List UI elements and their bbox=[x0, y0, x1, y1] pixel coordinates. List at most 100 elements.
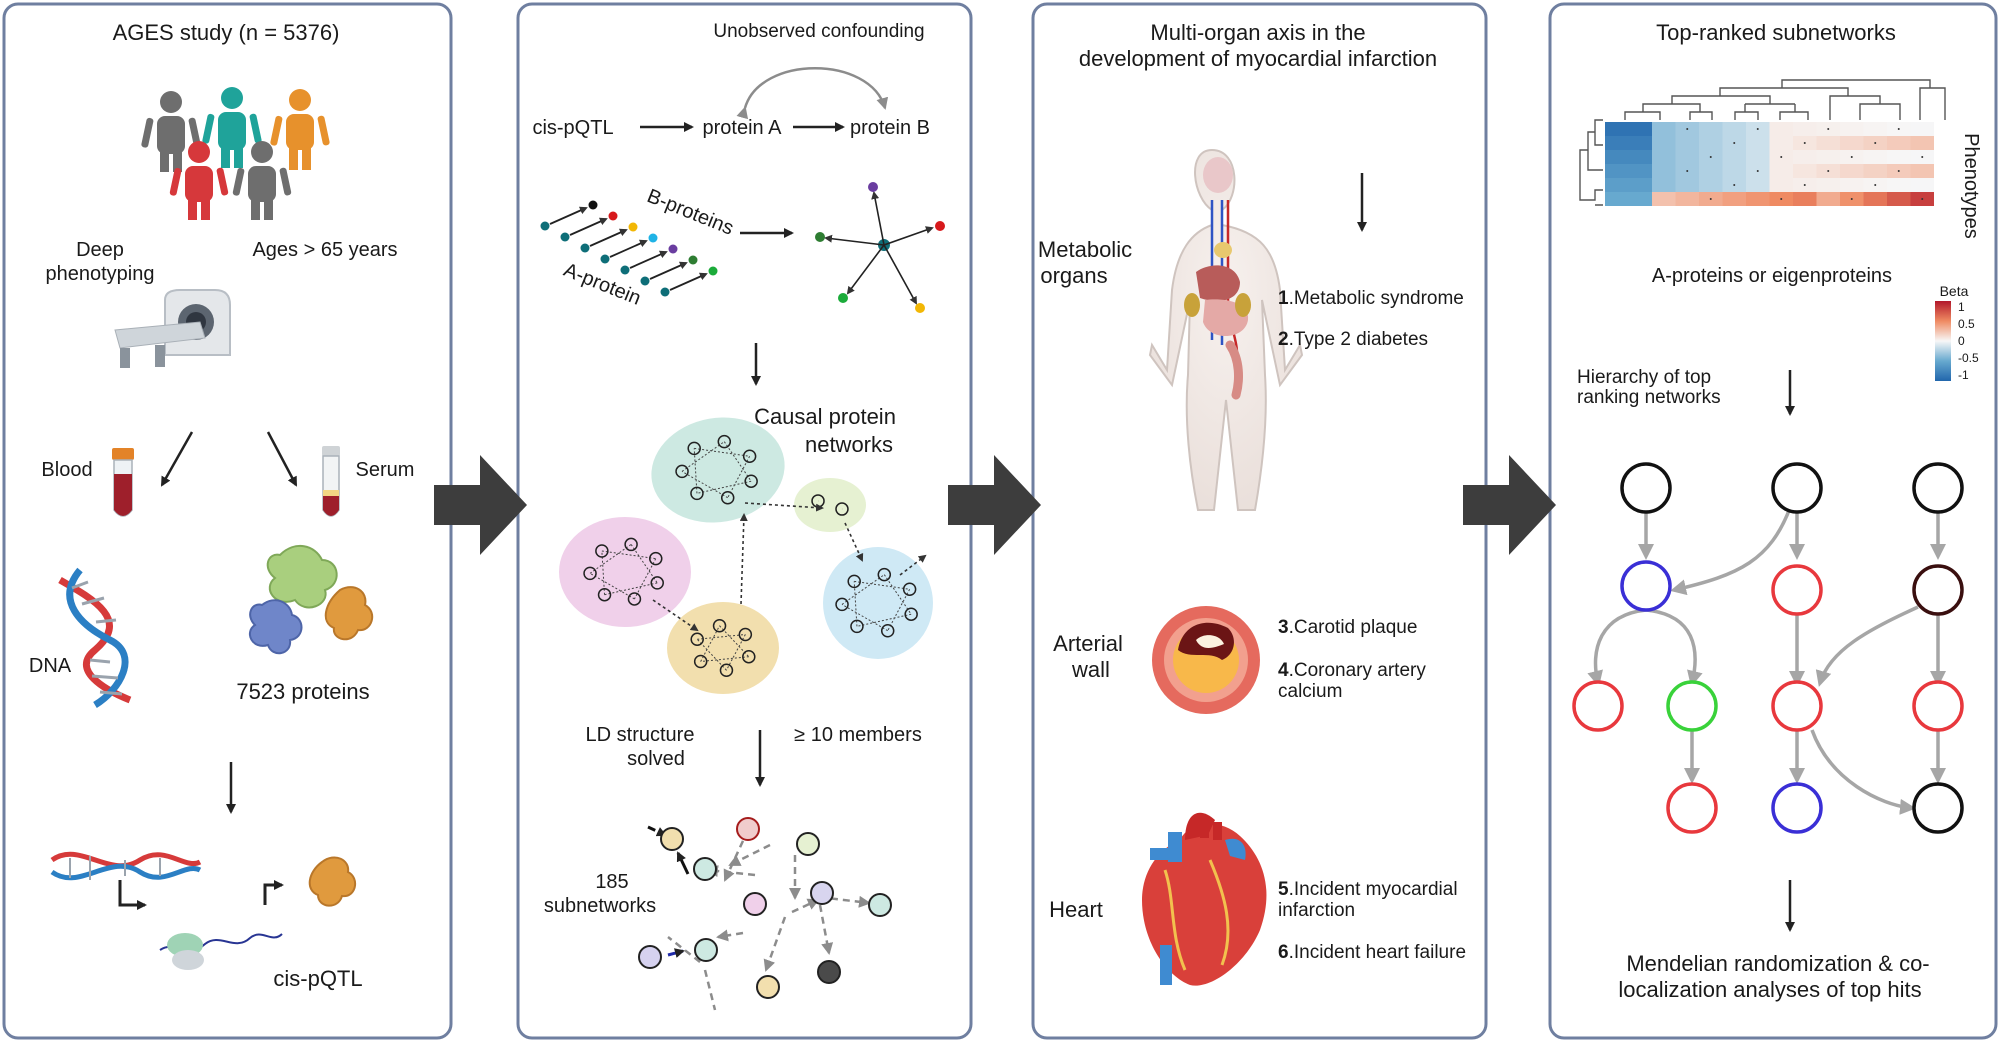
significance-dot bbox=[1780, 198, 1783, 200]
cluster-edge bbox=[696, 638, 727, 671]
cluster-edge bbox=[694, 447, 750, 457]
heatmap-cell bbox=[1910, 178, 1934, 192]
cluster-edge bbox=[601, 550, 656, 560]
outcome-4-number: 4 bbox=[1278, 660, 1289, 681]
outcome-1: 1.Metabolic syndrome bbox=[1278, 288, 1464, 309]
artery-cross-section-icon bbox=[1152, 606, 1260, 714]
heatmap-cell bbox=[1675, 150, 1699, 164]
outcome-4: 4.Coronary artery calcium bbox=[1278, 660, 1426, 702]
outcome-5: 5.Incident myocardial infarction bbox=[1278, 879, 1458, 921]
protein-blobs-icon bbox=[249, 545, 374, 655]
heatmap-cell bbox=[1722, 122, 1746, 136]
cluster-node bbox=[712, 619, 727, 633]
heatmap-cell bbox=[1746, 136, 1770, 150]
b-protein-dot bbox=[608, 211, 618, 221]
b-protein-dot bbox=[588, 200, 598, 210]
blood-label: Blood bbox=[41, 459, 92, 481]
heatmap-cell bbox=[1652, 122, 1676, 136]
protein-a-label: protein A bbox=[703, 117, 783, 139]
heatmap-cell bbox=[1699, 136, 1723, 150]
heatmap-cell bbox=[1793, 150, 1817, 164]
heatmap-cell bbox=[1816, 192, 1840, 206]
heatmap-cell bbox=[1628, 164, 1652, 178]
beta-legend-title: Beta bbox=[1940, 283, 1969, 299]
hierarchy-line1: Hierarchy of top bbox=[1577, 367, 1711, 388]
svg-text:6.Incident heart failure: 6.Incident heart failure bbox=[1278, 942, 1466, 963]
cluster-links bbox=[652, 502, 927, 632]
heatmap-cell bbox=[1863, 192, 1887, 206]
significance-dot bbox=[1897, 128, 1900, 130]
cluster-edge bbox=[841, 603, 888, 632]
subnetworks-line2: subnetworks bbox=[544, 895, 656, 917]
significance-dot bbox=[1756, 128, 1759, 130]
outcome-5-number: 5 bbox=[1278, 879, 1289, 900]
heatmap-cell bbox=[1605, 164, 1629, 178]
significance-dot bbox=[1874, 142, 1877, 144]
outcome-3-text: Carotid plaque bbox=[1294, 617, 1418, 638]
arrow-to-serum bbox=[266, 431, 298, 487]
heatmap-grid bbox=[1605, 122, 1934, 206]
a-protein-dot bbox=[660, 287, 670, 297]
beta-tick-1: 1 bbox=[1958, 300, 1965, 314]
cluster-edge bbox=[696, 480, 752, 494]
cluster-node bbox=[847, 574, 861, 589]
b-proteins-label: B-proteins bbox=[644, 185, 737, 240]
panel-4-frame bbox=[1548, 2, 1998, 1040]
svg-text:4.Coronary artery: 4.Coronary artery bbox=[1278, 660, 1426, 681]
outcome-1-number: 1 bbox=[1278, 288, 1289, 309]
gene-transcription-icon bbox=[50, 851, 357, 970]
beta-color-legend: Beta 1 0.5 0 -0.5 -1 bbox=[1935, 283, 1979, 382]
heatmap-cell bbox=[1699, 122, 1723, 136]
star-network bbox=[815, 182, 945, 313]
heatmap-cell bbox=[1628, 122, 1652, 136]
heatmap-cell bbox=[1910, 122, 1934, 136]
ages-label: Ages > 65 years bbox=[252, 239, 397, 261]
cluster-edge bbox=[681, 441, 725, 472]
cluster-node bbox=[690, 486, 704, 501]
significance-dot bbox=[1827, 128, 1830, 130]
subnetwork-graph bbox=[638, 817, 892, 1011]
heatmap-cell bbox=[1793, 122, 1817, 136]
heatmap-cell bbox=[1746, 178, 1770, 192]
heatmap-cell bbox=[1722, 192, 1746, 206]
cluster-node bbox=[720, 490, 735, 505]
heatmap-cell bbox=[1628, 178, 1652, 192]
heatmap-cell bbox=[1793, 192, 1817, 206]
heatmap-cell bbox=[1746, 192, 1770, 206]
protein-b-label: protein B bbox=[850, 117, 930, 139]
mr-line1: Mendelian randomization & co- bbox=[1626, 951, 1929, 976]
outcome-6-number: 6 bbox=[1278, 942, 1289, 963]
outcome-2-text: Type 2 diabetes bbox=[1294, 329, 1428, 350]
ab-arrow bbox=[609, 239, 648, 258]
aproteins-axis-label: A-proteins or eigenproteins bbox=[1652, 265, 1892, 287]
heatmap-cell bbox=[1910, 136, 1934, 150]
panel-3-title-line2: development of myocardial infarction bbox=[1079, 46, 1437, 71]
heatmap-cell bbox=[1816, 136, 1840, 150]
cluster-node bbox=[717, 434, 732, 449]
heatmap-cell bbox=[1652, 178, 1676, 192]
flow-arrow-2 bbox=[948, 455, 1041, 555]
causal-network-clusters bbox=[559, 417, 933, 694]
metabolic-organs-line1: Metabolic bbox=[1038, 237, 1132, 262]
significance-dot bbox=[1803, 184, 1806, 186]
significance-dot bbox=[1733, 184, 1736, 186]
cluster-node bbox=[850, 619, 864, 634]
flow-arrow-3 bbox=[1463, 455, 1556, 555]
arrow-to-blood bbox=[160, 431, 194, 487]
causal-networks-line1: Causal protein bbox=[754, 404, 896, 429]
panel-1-title: AGES study (n = 5376) bbox=[113, 20, 340, 45]
a-protein-dot bbox=[560, 232, 570, 242]
heatmap-cell bbox=[1887, 192, 1911, 206]
heatmap-cell bbox=[1863, 150, 1887, 164]
outcome-1-text: Metabolic syndrome bbox=[1294, 288, 1464, 309]
heatmap-cell bbox=[1840, 178, 1864, 192]
beta-tick-0.5: 0.5 bbox=[1958, 317, 1975, 331]
heatmap-cell bbox=[1769, 136, 1793, 150]
significance-dot bbox=[1756, 170, 1759, 172]
panel-4-title: Top-ranked subnetworks bbox=[1656, 20, 1896, 45]
heatmap-cell bbox=[1746, 150, 1770, 164]
heatmap-cell bbox=[1628, 150, 1652, 164]
significance-dot bbox=[1897, 170, 1900, 172]
b-protein-dot bbox=[648, 233, 658, 243]
heatmap-cell bbox=[1605, 136, 1629, 150]
